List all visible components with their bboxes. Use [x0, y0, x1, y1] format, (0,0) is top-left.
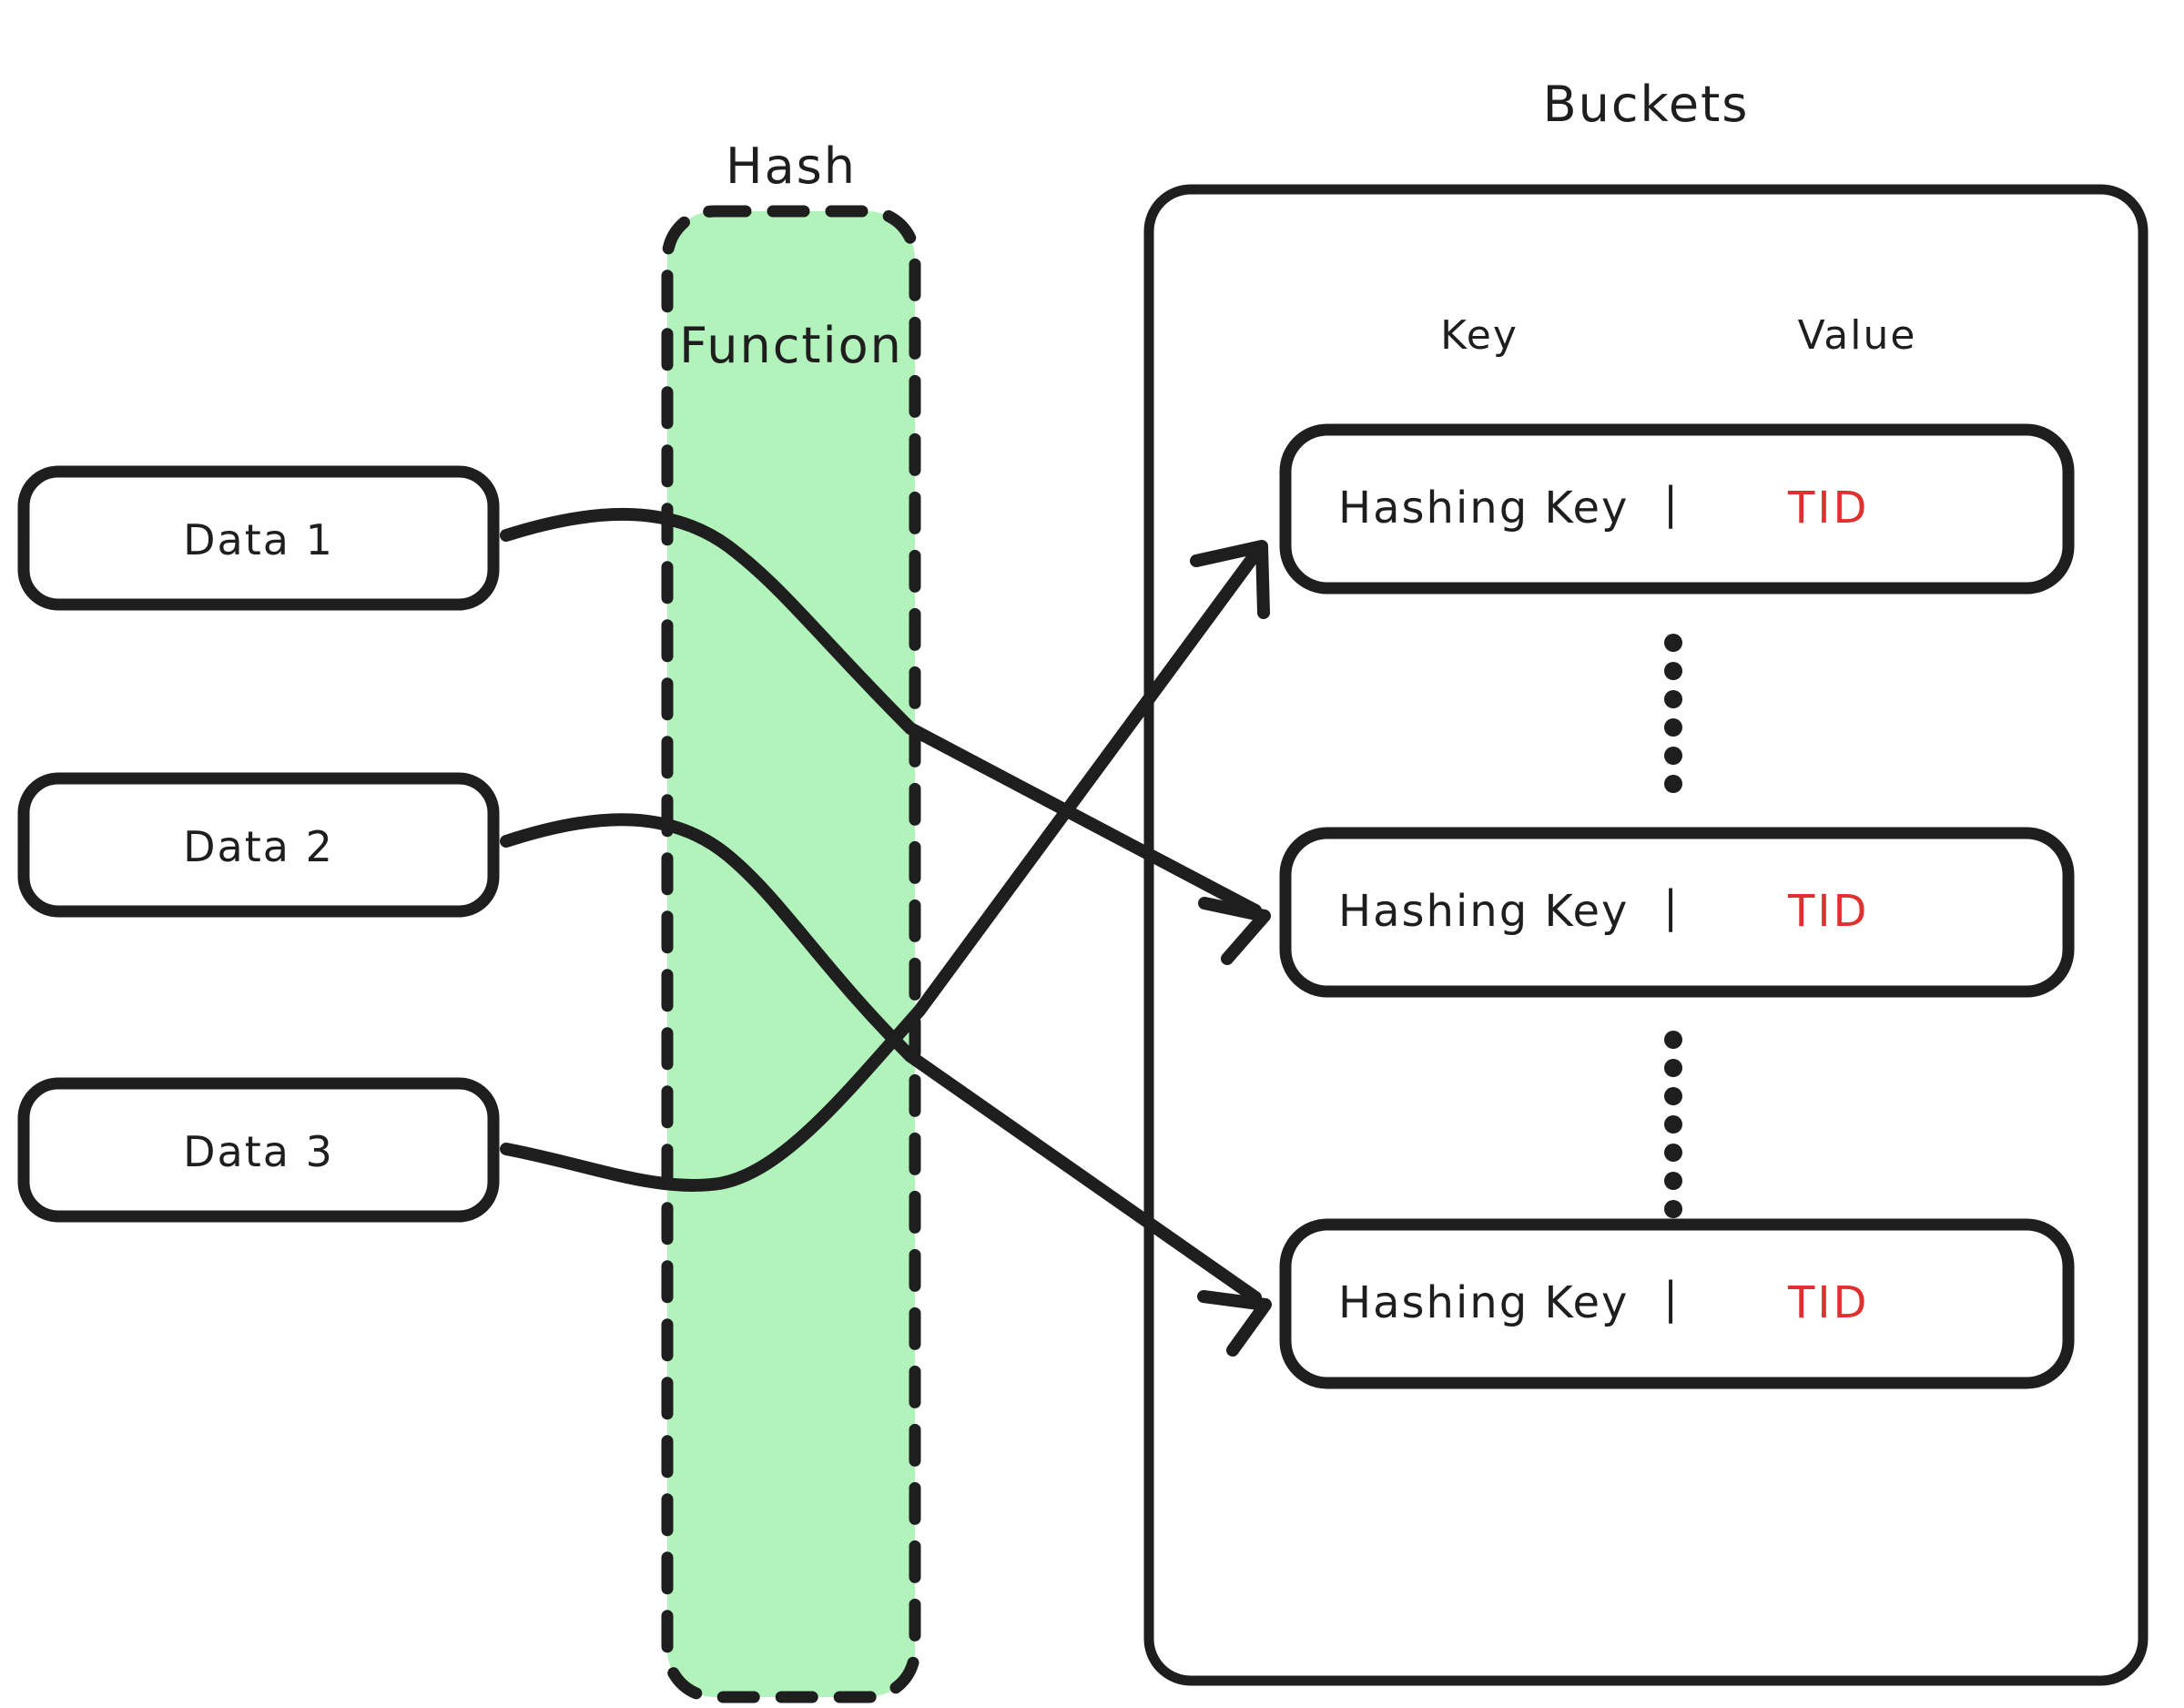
hash-function-title-line2: Function [679, 317, 903, 375]
bucket-row-2-value: TID [1788, 886, 1870, 937]
bucket-row-3[interactable]: Hashing Key | TID [1285, 1225, 2068, 1383]
bucket-row-3-key: Hashing Key [1338, 1277, 1630, 1328]
bucket-row-3-separator: | [1663, 1273, 1681, 1324]
bucket-ellipsis-1 [1664, 634, 1682, 793]
bucket-row-3-value: TID [1788, 1277, 1870, 1328]
connector-data3-to-bucket1 [500, 549, 1261, 1192]
bucket-row-2[interactable]: Hashing Key | TID [1285, 833, 2068, 991]
data-box-label-1: Data 1 [183, 515, 334, 564]
bucket-row-1-separator: | [1663, 478, 1681, 529]
connector-data1-to-bucket2 [500, 507, 1262, 917]
bucket-row-1-key: Hashing Key [1338, 483, 1630, 534]
hash-function-title-line1: Hash [725, 137, 858, 195]
column-header-value: Value [1797, 312, 1917, 359]
connector-data1-arrowhead [1198, 897, 1271, 965]
bucket-row-1[interactable]: Hashing Key | TID [1285, 430, 2068, 588]
bucket-row-1-value: TID [1788, 483, 1870, 534]
data-box-label-2: Data 2 [183, 822, 334, 871]
bucket-row-2-separator: | [1663, 881, 1681, 932]
column-header-key: Key [1440, 312, 1519, 359]
connector-data3-arrowhead [1190, 540, 1270, 619]
buckets-title: Buckets [1542, 76, 1750, 133]
connector-data2-arrowhead [1197, 1290, 1272, 1357]
bucket-ellipsis-2 [1664, 1031, 1682, 1218]
connector-data2-to-bucket3 [500, 813, 1262, 1304]
bucket-row-2-key: Hashing Key [1338, 886, 1630, 937]
hash-function-title: Hash Function [576, 16, 1006, 496]
data-box-label-3: Data 3 [183, 1127, 334, 1176]
